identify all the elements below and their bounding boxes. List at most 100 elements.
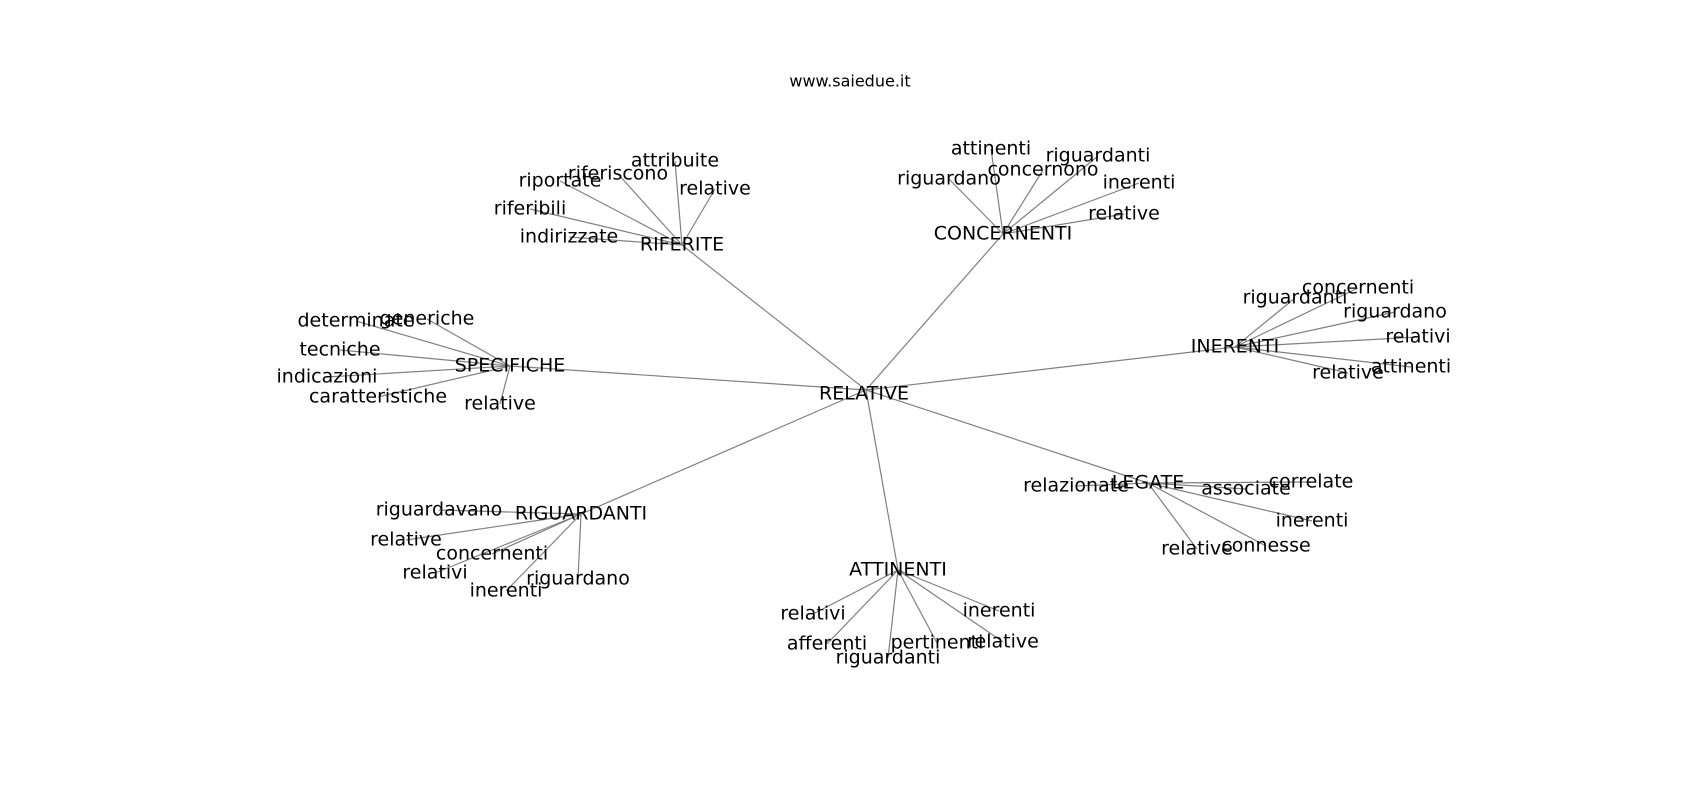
- edge-riguardanti-to-riguardavano: [438, 509, 582, 515]
- leaf-label-riguardanti-relative: relative: [370, 529, 442, 551]
- edge-concernenti-to-relative: [1002, 213, 1125, 235]
- edge-riferite-to-attribuite: [674, 160, 683, 246]
- edge-riguardanti-to-inerenti: [505, 513, 582, 592]
- leaf-label-riferite-riferibili: riferibili: [494, 198, 566, 220]
- edge-concernenti-to-riguardanti: [1002, 155, 1099, 235]
- leaf-label-attinenti-relative: relative: [967, 631, 1039, 653]
- edge-attinenti-to-afferenti: [826, 569, 899, 645]
- leaf-label-riferite-riportate: riportate: [519, 170, 602, 192]
- edge-riferite-to-relative: [681, 188, 716, 246]
- edge-inerenti-to-concernenti: [1234, 287, 1359, 348]
- edge-inerenti-to-riguardano: [1234, 311, 1396, 348]
- hub-label-legate: LEGATE: [1112, 472, 1184, 494]
- edge-specifiche-to-indicazioni: [326, 365, 511, 378]
- leaf-label-legate-relazionate: relazionate: [1023, 475, 1129, 497]
- leaf-label-legate-correlate: correlate: [1269, 471, 1354, 493]
- leaf-label-legate-connesse: connesse: [1221, 535, 1310, 557]
- leaf-label-riguardanti-riguardavano: riguardavano: [376, 499, 503, 521]
- hub-label-riguardanti: RIGUARDANTI: [515, 503, 647, 525]
- edge-riguardanti-to-relativi: [434, 513, 582, 574]
- edge-inerenti-to-relative: [1234, 346, 1349, 374]
- edge-attinenti-to-inerenti: [897, 569, 1000, 612]
- edge-attinenti-to-riguardanti: [887, 569, 899, 659]
- edge-concernenti-to-concernono: [1002, 169, 1044, 235]
- leaf-label-riferite-relative: relative: [679, 178, 751, 200]
- leaf-label-concernenti-riguardano: riguardano: [897, 168, 1001, 190]
- leaf-label-concernenti-riguardanti: riguardanti: [1046, 145, 1151, 167]
- edge-riguardanti-to-relative: [405, 513, 582, 541]
- leaf-label-concernenti-concernono: concernono: [987, 159, 1098, 181]
- edge-root-to-inerenti: [865, 346, 1236, 391]
- leaf-label-specifiche-tecniche: tecniche: [299, 339, 380, 361]
- leaf-label-riferite-riferiscono: riferiscono: [568, 163, 668, 185]
- leaf-label-concernenti-attinenti: attinenti: [951, 138, 1031, 160]
- edge-specifiche-to-determinate: [355, 320, 511, 367]
- edge-riferite-to-riferibili: [529, 208, 683, 246]
- edge-specifiche-to-relative: [499, 365, 511, 405]
- edge-legate-to-relazionate: [1075, 482, 1149, 487]
- edge-specifiche-to-generiche: [426, 318, 511, 367]
- leaf-label-concernenti-relative: relative: [1088, 203, 1160, 225]
- leaf-label-riguardanti-relativi: relativi: [402, 562, 467, 584]
- site-url-label: www.saiedue.it: [789, 72, 910, 91]
- edge-concernenti-to-inerenti: [1002, 182, 1140, 235]
- leaf-label-inerenti-concernenti: concernenti: [1302, 277, 1414, 299]
- leaf-label-specifiche-indicazioni: indicazioni: [277, 366, 378, 388]
- edge-attinenti-to-pertinenti: [897, 569, 938, 644]
- edge-root-to-attinenti: [865, 389, 899, 571]
- edge-root-to-riferite: [681, 244, 867, 391]
- leaf-label-riguardanti-concernenti: concernenti: [436, 543, 548, 565]
- leaf-label-inerenti-relative: relative: [1312, 362, 1384, 384]
- edge-legate-to-associate: [1147, 482, 1247, 490]
- edge-riguardanti-to-concernenti: [491, 513, 582, 555]
- edge-concernenti-to-riguardano: [948, 178, 1004, 235]
- leaf-label-legate-inerenti: inerenti: [1276, 510, 1349, 532]
- edge-legate-to-correlate: [1147, 481, 1312, 484]
- leaf-label-inerenti-relativi: relativi: [1385, 326, 1450, 348]
- edge-riguardanti-to-riguardano: [577, 513, 582, 580]
- leaf-label-inerenti-riguardano: riguardano: [1343, 301, 1447, 323]
- edge-inerenti-to-relativi: [1234, 336, 1419, 348]
- edge-inerenti-to-attinenti: [1234, 346, 1412, 368]
- edge-root-to-specifiche: [509, 365, 867, 391]
- leaf-label-specifiche-determinate: determinate: [298, 310, 415, 332]
- hub-label-riferite: RIFERITE: [640, 234, 724, 256]
- edge-legate-to-relative: [1147, 482, 1198, 550]
- edge-specifiche-to-tecniche: [339, 349, 511, 367]
- edge-root-to-riguardanti: [580, 389, 867, 515]
- edge-root-to-legate: [865, 389, 1149, 484]
- edge-specifiche-to-caratteristiche: [377, 365, 511, 398]
- leaf-label-specifiche-caratteristiche: caratteristiche: [309, 386, 447, 408]
- leaf-label-inerenti-riguardanti: riguardanti: [1243, 287, 1348, 309]
- edge-riferite-to-riportate: [559, 180, 683, 246]
- leaf-label-riguardanti-riguardano: riguardano: [526, 568, 630, 590]
- hub-label-attinenti: ATTINENTI: [849, 559, 947, 581]
- edge-legate-to-inerenti: [1147, 482, 1313, 522]
- edge-attinenti-to-relative: [897, 569, 1004, 643]
- leaf-label-legate-associate: associate: [1201, 478, 1291, 500]
- leaf-label-riguardanti-inerenti: inerenti: [470, 580, 543, 602]
- edge-attinenti-to-relativi: [812, 569, 899, 615]
- edge-root-to-concernenti: [865, 233, 1004, 391]
- leaf-label-inerenti-attinenti: attinenti: [1371, 356, 1451, 378]
- edge-riferite-to-riferiscono: [617, 173, 683, 246]
- edge-inerenti-to-riguardanti: [1234, 297, 1296, 348]
- hub-label-specifiche: SPECIFICHE: [455, 355, 565, 377]
- leaf-label-attinenti-inerenti: inerenti: [963, 600, 1036, 622]
- edges-layer: [326, 148, 1419, 659]
- edge-concernenti-to-attinenti: [990, 148, 1004, 235]
- hub-label-concernenti: CONCERNENTI: [934, 223, 1073, 245]
- leaf-label-legate-relative: relative: [1161, 538, 1233, 560]
- leaf-label-riferite-indirizzate: indirizzate: [520, 226, 618, 248]
- leaf-label-attinenti-relativi: relativi: [780, 603, 845, 625]
- edge-legate-to-connesse: [1147, 482, 1267, 547]
- leaf-label-specifiche-generiche: generiche: [380, 308, 475, 330]
- leaf-label-attinenti-riguardanti: riguardanti: [836, 647, 941, 669]
- leaf-label-attinenti-pertinenti: pertinenti: [891, 632, 984, 654]
- edge-riferite-to-indirizzate: [568, 236, 683, 246]
- root-node-label: RELATIVE: [819, 383, 909, 405]
- labels-layer: www.saiedue.it RELATIVE attribuiteriferi…: [277, 72, 1452, 669]
- leaf-label-specifiche-relative: relative: [464, 393, 536, 415]
- leaf-label-riferite-attribuite: attribuite: [631, 150, 719, 172]
